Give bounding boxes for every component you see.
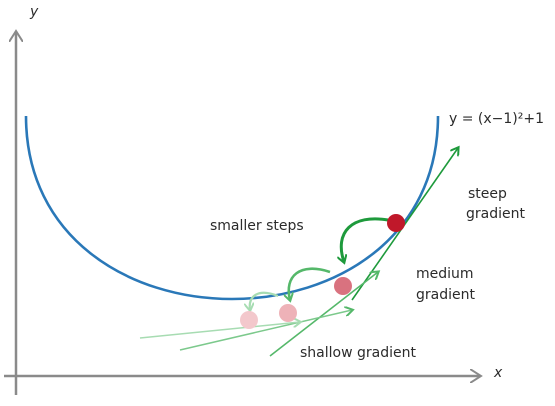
- ball-medium: [334, 277, 352, 295]
- y-axis-label: y: [29, 4, 39, 20]
- shallow-gradient-arrow-2: [139, 322, 300, 339]
- parabola-curve: [24, 115, 440, 301]
- medium-gradient-arrow: [269, 272, 378, 357]
- step-arrow-1: [341, 217, 389, 262]
- medium-gradient-label-2: gradient: [416, 287, 475, 303]
- equation-label: y = (x−1)²+1: [449, 111, 544, 127]
- step-arrow-2: [289, 267, 331, 300]
- ball-steep: [387, 214, 405, 232]
- step-arrow-3: [250, 291, 279, 310]
- shallow-gradient-arrow-1: [179, 310, 352, 351]
- x-axis-label: x: [493, 365, 503, 381]
- smaller-steps-label: smaller steps: [210, 218, 304, 234]
- medium-gradient-label-1: medium: [416, 266, 474, 282]
- shallow-gradient-label: shallow gradient: [300, 345, 416, 361]
- ball-shallow-1: [279, 304, 297, 322]
- ball-shallow-2: [240, 311, 258, 329]
- steep-gradient-label-2: gradient: [466, 206, 525, 222]
- steep-gradient-label-1: steep: [468, 186, 507, 202]
